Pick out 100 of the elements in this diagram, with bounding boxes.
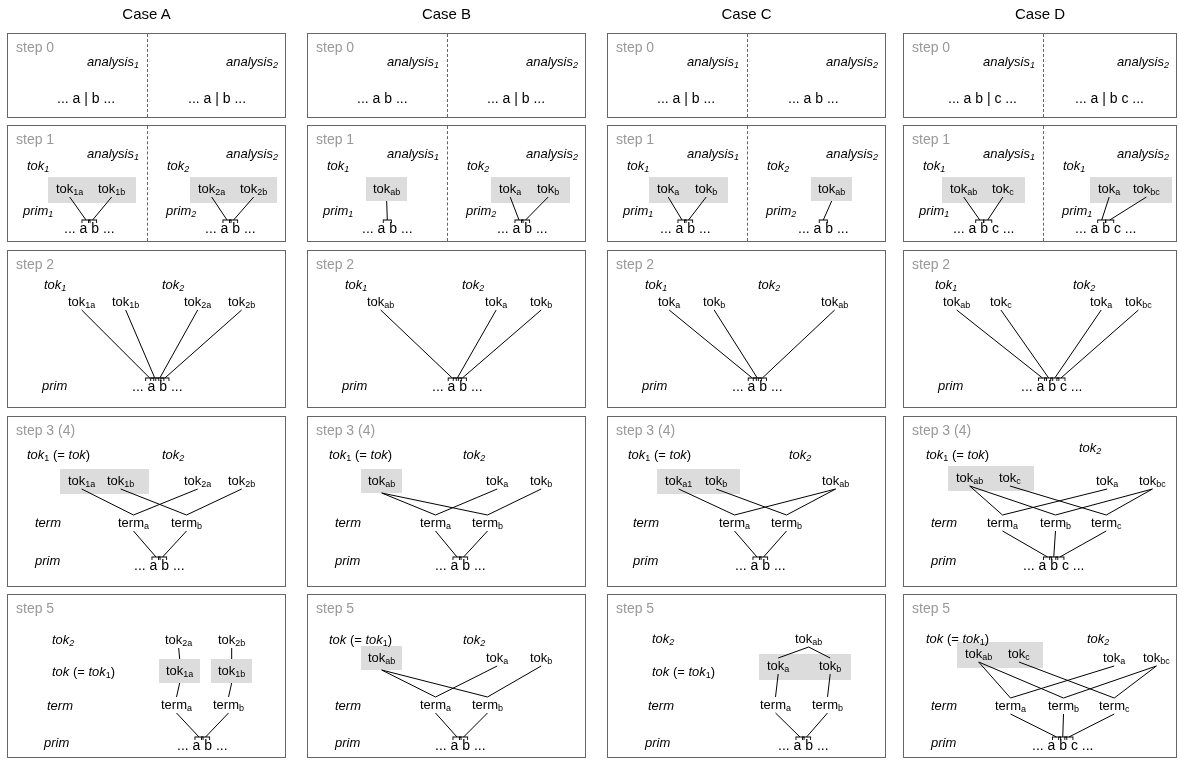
token-label: tok$_{a}$: [485, 294, 508, 310]
level-label: term: [35, 515, 61, 531]
step-label: step 0: [616, 39, 655, 55]
string-text: ... a b ...: [357, 90, 408, 106]
analysis-label: analysis$_{1}$: [983, 54, 1035, 69]
step-panel: [607, 416, 886, 587]
token-label: tok$_{ab}$: [943, 294, 971, 310]
string-text: ... a b ...: [432, 378, 483, 394]
step-panel: [7, 33, 286, 118]
token-label: tok$_{a}$: [486, 473, 509, 489]
token-label: tok$_{a}$: [1090, 294, 1113, 310]
term-label: term$_{c}$: [1099, 698, 1130, 714]
level-label: term: [47, 698, 73, 714]
bracket-connector: [452, 309, 497, 381]
level-label: tok$_{2}$: [789, 447, 812, 463]
string-text: ... a | b ...: [188, 90, 247, 106]
token-label: tok$_{a}$: [767, 658, 790, 674]
column-heading: Case B: [420, 6, 473, 22]
bracket-connector: [1050, 309, 1102, 381]
level-label: prim$_{2}$: [766, 203, 797, 219]
connector-line: [786, 488, 837, 516]
step-panel: [307, 125, 586, 242]
bracket-connector: [684, 196, 707, 223]
term-label: term$_{a}$: [420, 515, 451, 531]
token-label: tok$_{ab}$: [950, 181, 978, 197]
connector-line: [381, 669, 488, 698]
step-panel: [607, 125, 886, 242]
level-label: prim$_{1}$: [23, 203, 54, 219]
bracket-connector: [521, 196, 549, 223]
term-label: term$_{a}$: [420, 697, 451, 713]
bracket-connector: [380, 309, 457, 381]
token-label: tok$_{c}$: [1008, 646, 1030, 662]
bracket-connector: [382, 200, 392, 223]
step-label: step 0: [316, 39, 355, 55]
term-label: term$_{a}$: [161, 697, 192, 713]
connector-line: [178, 647, 181, 660]
step-panel: [903, 416, 1177, 587]
token-label: tok$_{a}$: [1098, 181, 1121, 197]
step-label: step 2: [912, 256, 951, 272]
level-label: prim: [35, 553, 61, 569]
step-panel: [307, 416, 586, 587]
step-label: step 1: [912, 131, 951, 147]
connector-line: [176, 682, 181, 698]
token-label: tok$_{1a}$: [68, 294, 96, 310]
analysis-label: analysis$_{1}$: [87, 146, 139, 161]
token-label: tok$_{2b}$: [228, 294, 256, 310]
bracket-connector: [457, 309, 542, 381]
bracket-connector: [1056, 309, 1139, 381]
analysis-label: analysis$_{2}$: [826, 54, 878, 69]
level-label: prim: [342, 378, 368, 394]
term-label: term$_{b}$: [1048, 698, 1079, 714]
bracket-connector: [1002, 530, 1053, 560]
string-text: ... a b ...: [362, 220, 413, 236]
term-label: term$_{a}$: [118, 515, 149, 531]
token-label: tok$_{b}$: [819, 658, 842, 674]
bracket-connector: [668, 309, 757, 381]
level-label: prim$_{1}$: [919, 203, 950, 219]
connector-line: [1018, 661, 1115, 699]
bracket-connector: [133, 530, 161, 560]
term-label: term$_{b}$: [1040, 515, 1071, 531]
token-label: tok$_{2a}$: [165, 632, 193, 648]
step-label: step 1: [316, 131, 355, 147]
level-label: term: [648, 698, 674, 714]
bracket-connector: [229, 196, 255, 223]
level-label: tok$_{1}$: [1063, 158, 1086, 174]
analysis-label: analysis$_{1}$: [387, 146, 439, 161]
level-label: prim: [645, 735, 671, 751]
token-label: tok$_{ab}$: [821, 294, 849, 310]
string-text: ... a b ...: [778, 737, 829, 753]
token-label: tok$_{1a}$: [68, 473, 96, 489]
token-label: tok$_{2a}$: [198, 181, 226, 197]
step-label: step 2: [616, 256, 655, 272]
connector-line: [231, 647, 233, 660]
step-panel: [607, 33, 886, 118]
level-label: tok$_{1}$ (= tok): [926, 447, 990, 463]
step-label: step 2: [16, 256, 55, 272]
connector-line: [715, 488, 787, 516]
level-label: term: [335, 698, 361, 714]
string-text: ... a b | c ...: [948, 90, 1017, 106]
bracket-connector: [158, 530, 187, 560]
token-label: tok$_{ab}$: [965, 646, 993, 662]
string-text: ... a | b ...: [657, 90, 716, 106]
token-group-box: [491, 177, 570, 203]
token-label: tok$_{b}$: [537, 181, 560, 197]
step-panel: [307, 33, 586, 118]
token-label: tok$_{1a}$: [56, 181, 84, 197]
token-group-box: [190, 177, 277, 203]
token-label: tok$_{1b}$: [112, 294, 140, 310]
connector-line: [678, 488, 735, 516]
term-label: term$_{c}$: [1091, 515, 1122, 531]
connector-line: [186, 488, 243, 516]
level-label: tok$_{2}$: [1087, 631, 1110, 647]
connector-line: [487, 488, 542, 516]
step-panel: [903, 33, 1177, 118]
bracket-connector: [1064, 713, 1115, 740]
step-panel: [607, 594, 886, 758]
analysis-label: analysis$_{1}$: [87, 54, 139, 69]
token-label: tok$_{a}$: [1096, 473, 1119, 489]
level-label: prim$_{2}$: [166, 203, 197, 219]
step-label: step 3 (4): [16, 422, 76, 438]
